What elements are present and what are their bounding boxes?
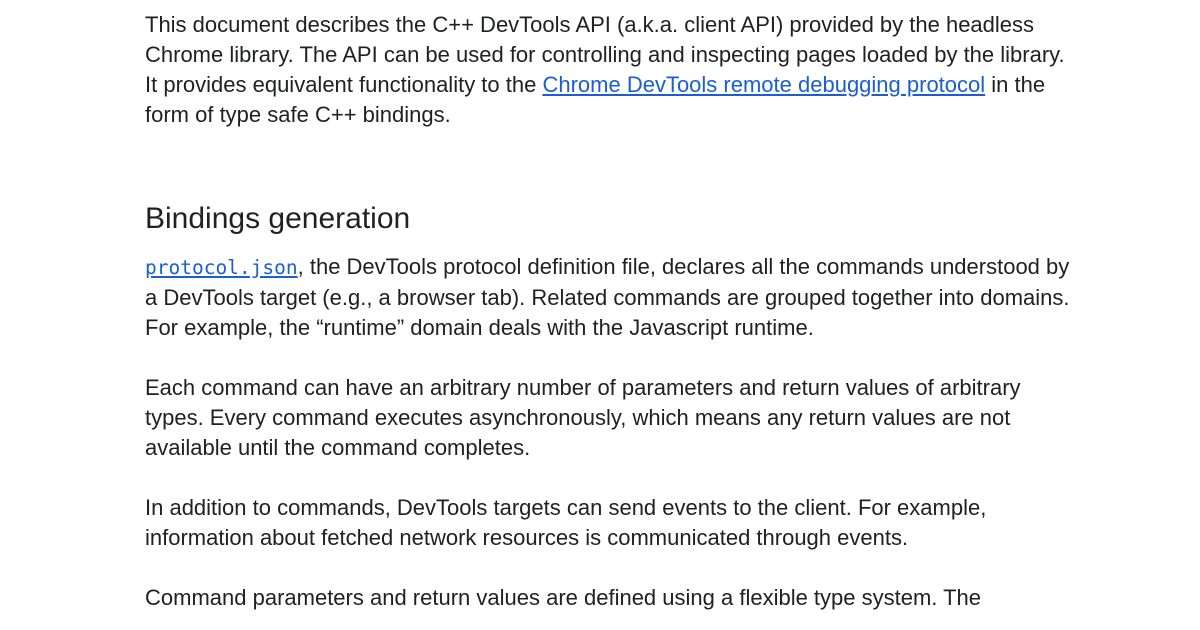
protocol-json-link[interactable]: protocol.json (145, 254, 298, 279)
intro-paragraph: This document describes the C++ DevTools… (145, 10, 1075, 130)
devtools-protocol-link[interactable]: Chrome DevTools remote debugging protoco… (542, 72, 986, 97)
protocol-json-paragraph: protocol.json, the DevTools protocol def… (145, 252, 1075, 343)
types-paragraph: Command parameters and return values are… (145, 585, 982, 610)
protocol-json-code: protocol.json (145, 256, 298, 279)
protocol-json-text: , the DevTools protocol definition file,… (145, 254, 1070, 340)
commands-paragraph: Each command can have an arbitrary numbe… (145, 375, 1021, 460)
intro-text-1: This document describes the C++ DevTools… (145, 12, 1065, 97)
intro-text-2: in the form of type safe C++ bindings. (145, 72, 1046, 127)
section-heading: Bindings generation (145, 202, 411, 235)
events-paragraph: In addition to commands, DevTools target… (145, 495, 987, 550)
document-body: This document describes the C++ DevTools… (145, 10, 1075, 613)
